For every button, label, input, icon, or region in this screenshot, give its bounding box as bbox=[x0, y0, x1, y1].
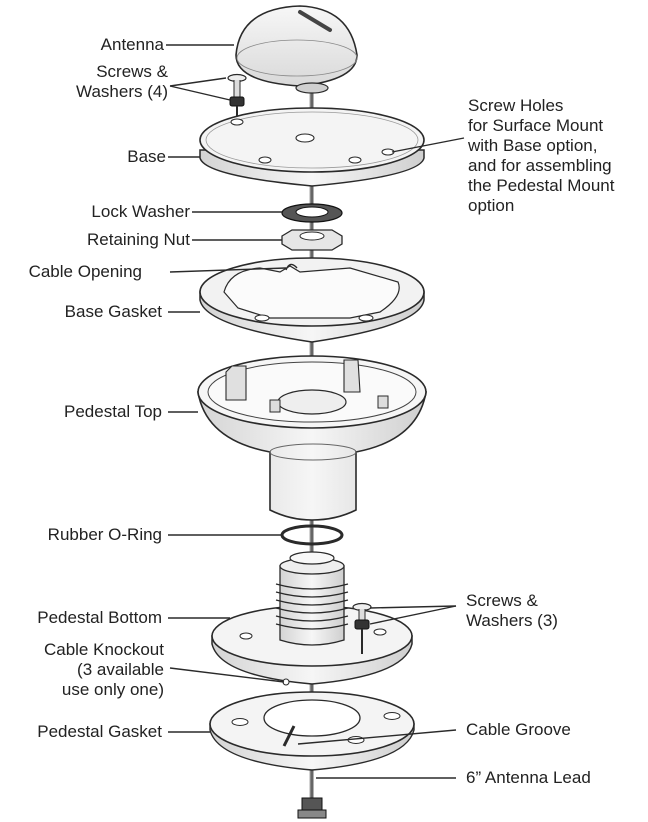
leader-lines bbox=[166, 44, 465, 779]
pedestal-top-part bbox=[197, 355, 427, 521]
label-screws-washers-4: Screws & Washers (4) bbox=[76, 62, 168, 101]
label-pedestal-gasket: Pedestal Gasket bbox=[37, 722, 162, 741]
label-retaining-nut: Retaining Nut bbox=[86, 230, 190, 249]
pedestal-gasket-part bbox=[209, 691, 415, 771]
label-cable-groove: Cable Groove bbox=[466, 720, 571, 739]
label-antenna-lead: 6” Antenna Lead bbox=[466, 768, 591, 787]
lock-washer-part bbox=[281, 203, 343, 223]
retaining-nut-part bbox=[281, 229, 343, 251]
label-pedestal-bottom: Pedestal Bottom bbox=[37, 608, 162, 627]
label-base-gasket: Base Gasket bbox=[64, 302, 162, 321]
base-part bbox=[199, 107, 425, 187]
label-screws-washers-3: Screws & Washers (3) bbox=[466, 591, 558, 630]
base-gasket-part bbox=[199, 257, 425, 343]
pedestal-bottom-part bbox=[211, 551, 413, 686]
label-cable-knockout: Cable Knockout (3 available use only one… bbox=[43, 640, 164, 699]
label-screw-holes: Screw Holes for Surface Mount with Base … bbox=[468, 96, 615, 215]
cable-groove-mark bbox=[282, 725, 296, 747]
antenna-logo-mark bbox=[298, 10, 332, 32]
label-antenna: Antenna bbox=[100, 35, 164, 54]
label-pedestal-top: Pedestal Top bbox=[64, 402, 162, 421]
antenna-lead-connector bbox=[297, 797, 327, 819]
screw-washer-3-part bbox=[352, 602, 372, 654]
cable-opening-notch bbox=[285, 263, 298, 271]
label-rubber-o-ring: Rubber O-Ring bbox=[47, 525, 162, 544]
label-lock-washer: Lock Washer bbox=[91, 202, 190, 221]
screw-washer-4-part bbox=[227, 73, 247, 118]
antenna-part bbox=[235, 5, 358, 94]
label-cable-opening: Cable Opening bbox=[28, 262, 142, 281]
label-base: Base bbox=[127, 147, 166, 166]
